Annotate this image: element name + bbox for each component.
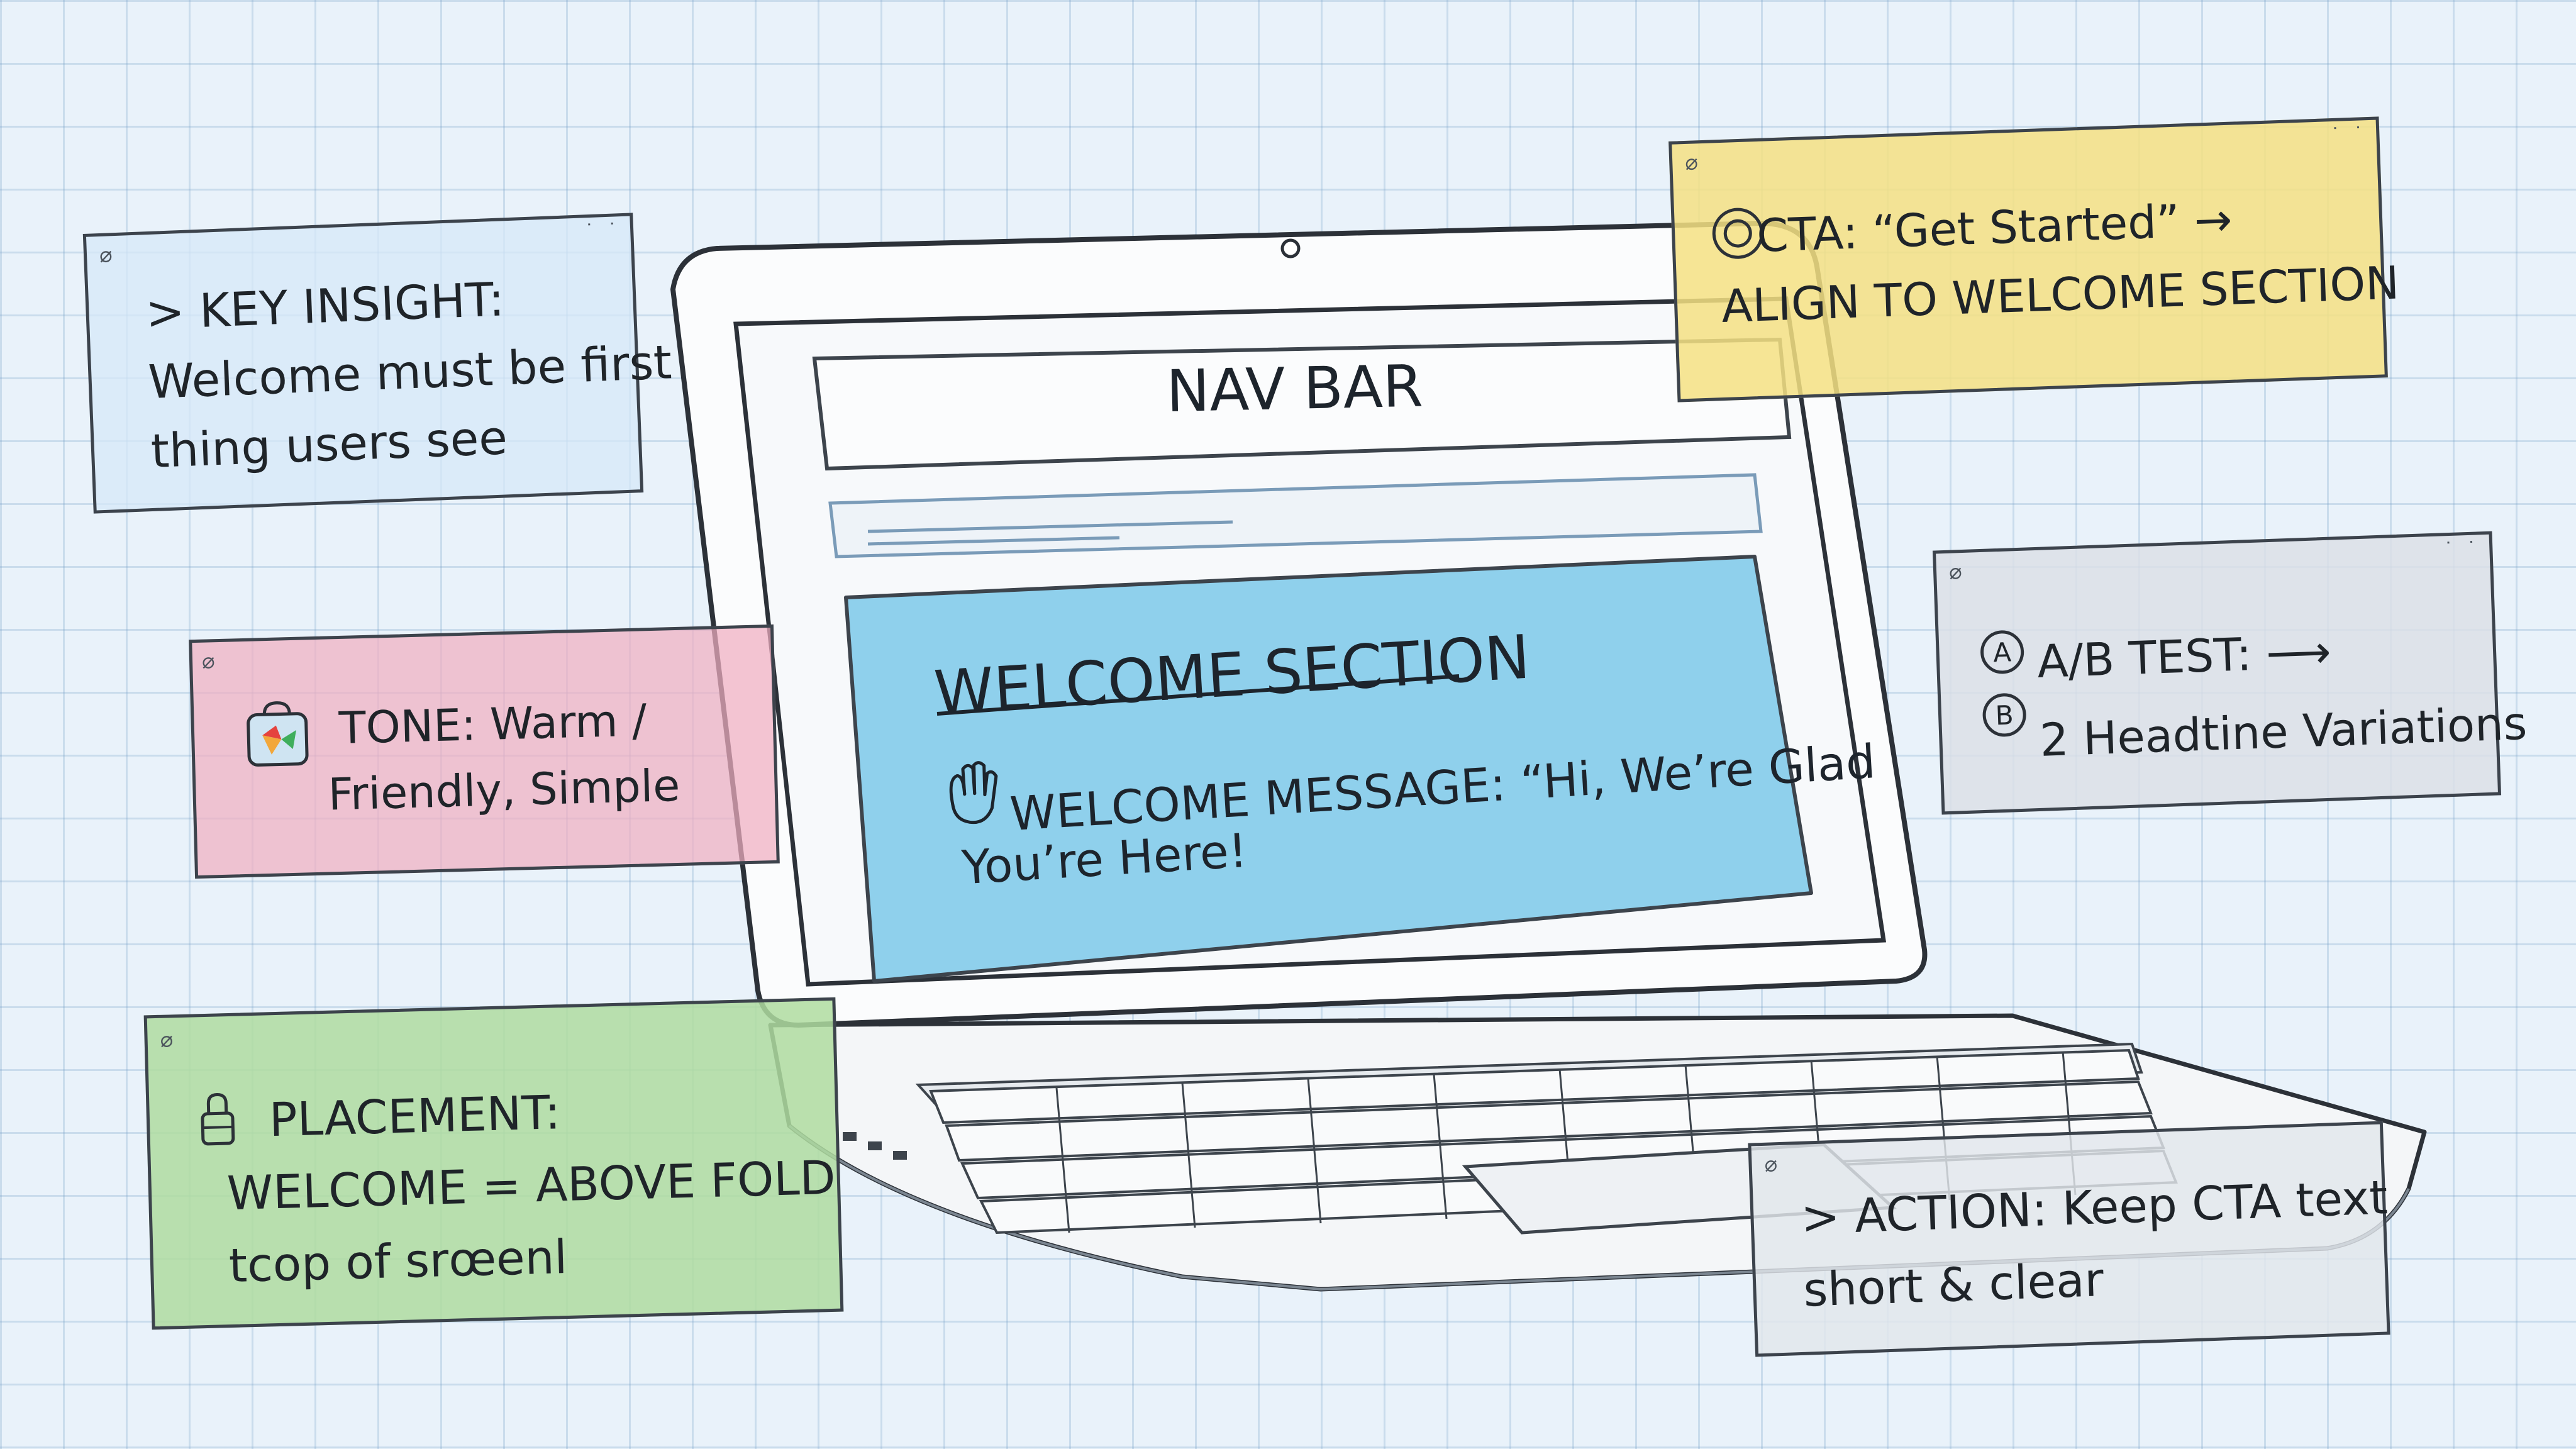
tone-line-2: Friendly, Simple xyxy=(327,759,681,821)
tone-line-1: TONE: Warm / xyxy=(338,694,648,755)
ab-badge-a: A xyxy=(1992,636,2012,668)
sub-nav-line-1 xyxy=(867,520,1233,533)
note-tone-text: TONE: Warm / Friendly, Simple xyxy=(328,687,681,828)
note-cta: ⌀ ˙ ˙ CTA: “Get Started” → ALIGN TO WELC… xyxy=(1668,116,2400,402)
paperclip-icon: ⌀ xyxy=(160,1027,174,1053)
key-row-1 xyxy=(929,1048,2140,1124)
note-ab-text: A/B TEST: ⟶ 2 Headtine Variations xyxy=(2036,606,2528,780)
paperclip-icon: ⌀ xyxy=(1684,150,1699,175)
corner-ticks: ˙ ˙ xyxy=(2330,123,2367,147)
corner-ticks: ˙ ˙ xyxy=(584,219,621,243)
target-icon xyxy=(1712,208,1763,259)
note-placement: ⌀ PLACEMENT: WELCOME = ABOVE FOLD tcop o… xyxy=(143,997,844,1330)
note-key-insight: ⌀ ˙ ˙ > KEY INSIGHT: Welcome must be fir… xyxy=(82,213,673,514)
note-ab-test: ⌀ ˙ ˙ A B A/B TEST: ⟶ 2 Headtine Variati… xyxy=(1932,531,2528,815)
paperclip-icon: ⌀ xyxy=(1763,1152,1778,1177)
nav-bar xyxy=(812,337,1792,471)
ab-badge-icon: A B xyxy=(1980,630,2026,737)
welcome-title-underline xyxy=(936,674,1460,716)
sub-nav-line-2 xyxy=(867,536,1120,546)
side-ports xyxy=(843,1132,907,1160)
key-row-2 xyxy=(945,1080,2153,1162)
paperclip-icon: ⌀ xyxy=(201,648,216,674)
note-tone: ⌀ TONE: Warm / Friendly, Simple xyxy=(189,624,780,879)
note-action: ⌀ > ACTION: Keep CTA text short & clear xyxy=(1748,1121,2390,1357)
lock-icon xyxy=(201,1092,235,1146)
note-placement-text: PLACEMENT: WELCOME = ABOVE FOLD tcop of … xyxy=(225,1070,838,1302)
corner-ticks: ˙ ˙ xyxy=(2443,538,2480,562)
sub-nav-bar xyxy=(828,473,1763,558)
placement-line-3: tcop of srœenl xyxy=(228,1230,569,1294)
ab-badge-b: B xyxy=(1995,699,2014,731)
note-key-insight-text: > KEY INSIGHT: Welcome must be first thi… xyxy=(145,258,676,486)
waving-hand-icon xyxy=(949,761,998,824)
paperclip-icon: ⌀ xyxy=(1948,559,1963,585)
welcome-section xyxy=(844,555,1813,983)
paperclip-icon: ⌀ xyxy=(99,242,113,268)
ab-line-2: 2 Headtine Variations xyxy=(2039,696,2528,767)
nav-bar-label: NAV BAR xyxy=(1165,353,1423,426)
gift-bag-icon xyxy=(247,701,309,767)
webcam xyxy=(1280,238,1301,258)
note-action-text: > ACTION: Keep CTA text short & clear xyxy=(1800,1162,2392,1326)
note-cta-text: CTA: “Get Started” → ALIGN TO WELCOME SE… xyxy=(1721,179,2401,340)
